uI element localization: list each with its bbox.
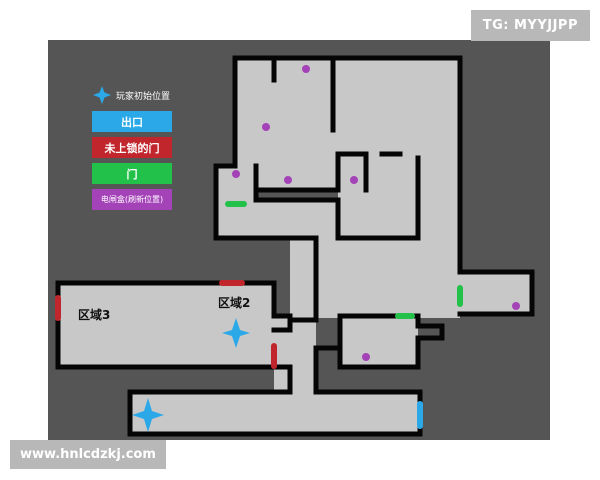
wall-small-room <box>213 163 319 333</box>
walls <box>55 55 535 437</box>
doors <box>55 201 463 429</box>
wall-inner-room <box>335 151 369 193</box>
floor-south-corridor <box>130 392 420 434</box>
wall-southeast-room <box>337 313 445 370</box>
player-start-markers <box>132 318 250 432</box>
wall-north-outer <box>232 55 535 317</box>
legend-exit: 出口 <box>92 111 172 132</box>
player-start-icon <box>132 398 164 432</box>
wall-north-inner <box>253 155 421 241</box>
zone-2-label: 区域2 <box>218 296 251 310</box>
legend-unlocked-door: 未上锁的门 <box>92 137 172 158</box>
fuse-box-marker <box>262 123 270 131</box>
legend: 玩家初始位置 出口 未上锁的门 门 电闸盒(刷新位置) <box>92 84 172 210</box>
legend-fuse-box: 电闸盒(刷新位置) <box>92 189 172 210</box>
fuse-box-marker <box>302 65 310 73</box>
player-start-icon <box>222 318 250 348</box>
watermark-top: TG: MYYJJPP <box>470 10 590 41</box>
fuse-box-marker <box>232 170 240 178</box>
floor-east-room <box>460 272 532 314</box>
zone-3-label: 区域3 <box>78 308 111 322</box>
fuse-box-marker <box>350 176 358 184</box>
player-start-legend-icon <box>93 86 111 104</box>
wall-zone3 <box>55 280 293 319</box>
fuse-box-marker <box>512 302 520 310</box>
watermark-bottom: www.hnlcdzkj.com <box>10 440 166 469</box>
legend-start-row: 玩家初始位置 <box>92 84 172 106</box>
floor-southeast-room <box>338 316 418 366</box>
legend-start-label: 玩家初始位置 <box>116 91 171 102</box>
legend-door: 门 <box>92 163 172 184</box>
wall-zone3-south <box>55 280 423 437</box>
fuse-boxes <box>232 65 520 361</box>
fuse-box-marker <box>362 353 370 361</box>
fuse-box-marker <box>284 176 292 184</box>
wall-room-divider-a <box>253 163 341 193</box>
